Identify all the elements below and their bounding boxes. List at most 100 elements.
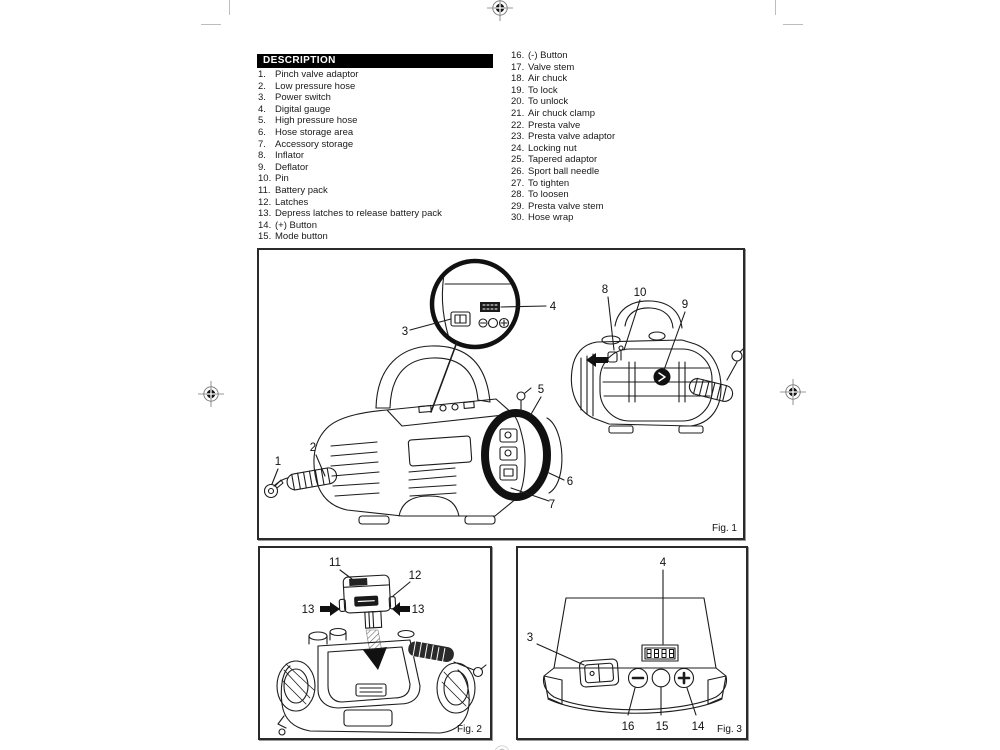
- item-label: Sport ball needle: [528, 165, 600, 177]
- inflator-rear-view: [570, 300, 743, 434]
- pinch-valve-adaptor: [263, 483, 279, 499]
- item-label: Depress latches to release battery pack: [275, 208, 442, 220]
- parts-list-item: 15.Mode button: [258, 231, 503, 243]
- parts-list-left: 1.Pinch valve adaptor 2.Low pressure hos…: [258, 69, 503, 243]
- item-number: 5.: [258, 115, 266, 127]
- callout-12: 12: [409, 570, 422, 582]
- leader-14: [686, 687, 697, 716]
- pin: [618, 345, 624, 351]
- item-label: Tapered adaptor: [528, 154, 598, 166]
- item-label: Air chuck: [528, 73, 568, 85]
- item-number: 30.: [511, 212, 525, 224]
- item-label: Mode button: [275, 231, 328, 243]
- parts-list-item: 24.Locking nut: [511, 143, 721, 155]
- item-number: 20.: [511, 96, 525, 108]
- item-number: 19.: [511, 84, 525, 96]
- crop-mark-top-right-h: [783, 24, 803, 25]
- parts-list-item: 12.Latches: [258, 197, 503, 209]
- callout-6: 6: [567, 476, 573, 488]
- item-label: Locking nut: [528, 142, 577, 154]
- callout-1: 1: [275, 456, 281, 468]
- insert-arrow-head: [363, 647, 387, 670]
- item-number: 1.: [258, 69, 266, 80]
- item-number: 2.: [258, 80, 266, 92]
- stored-hose-grip: [408, 640, 454, 664]
- parts-list-item: 28.To loosen: [511, 189, 721, 201]
- item-label: Presta valve stem: [528, 200, 604, 212]
- control-panel-top-view: [542, 597, 728, 714]
- inflator-top-view: [276, 627, 487, 736]
- parts-list-item: 3.Power switch: [258, 92, 503, 104]
- battery-pack: [338, 574, 397, 629]
- item-number: 18.: [511, 73, 525, 85]
- callout-14: 14: [692, 721, 705, 733]
- item-number: 10.: [258, 173, 272, 185]
- parts-list-item: 7. Accessory storage: [258, 139, 503, 151]
- parts-list-item: 20.To unlock: [511, 96, 721, 108]
- item-number: 25.: [511, 154, 525, 166]
- parts-list-item: 6.Hose storage area: [258, 127, 503, 139]
- item-label: Presta valve: [528, 119, 581, 131]
- figure-3-box: 4 3 16 15 14 Fig. 3: [516, 546, 748, 740]
- item-number: 21.: [511, 107, 525, 119]
- item-number: 4.: [258, 103, 266, 115]
- parts-list-item: 17.Valve stem: [511, 62, 721, 74]
- crop-mark-top-left-h: [201, 24, 221, 25]
- item-number: 15.: [258, 231, 272, 243]
- item-label: Hose storage area: [275, 126, 354, 138]
- item-number: 14.: [258, 219, 272, 231]
- item-label: Battery pack: [275, 184, 328, 196]
- inflator-front-view: [263, 345, 563, 525]
- item-number: 23.: [511, 131, 525, 143]
- callout-4: 4: [550, 301, 557, 313]
- hose-storage-ring: [481, 409, 551, 501]
- item-label: Pin: [275, 173, 289, 185]
- parts-list-item: 19.To lock: [511, 85, 721, 97]
- parts-list-item: 25.Tapered adaptor: [511, 154, 721, 166]
- parts-list-item: 4.Digital gauge: [258, 104, 503, 116]
- callout-10: 10: [634, 287, 647, 299]
- crop-mark-top-right-v: [775, 0, 776, 15]
- item-label: Air chuck clamp: [528, 107, 596, 119]
- leader-16: [627, 687, 636, 716]
- parts-list-item: 27.To tighten: [511, 178, 721, 190]
- item-number: 7.: [258, 138, 266, 150]
- figure-1-box: 1 2 3 4 5 6 7 8 9 10 Fig. 1: [257, 248, 745, 540]
- callout-2: 2: [310, 442, 316, 454]
- item-label: Valve stem: [528, 61, 575, 73]
- item-label: Latches: [275, 196, 309, 208]
- registration-mark-bottom: [494, 745, 510, 750]
- callout-8: 8: [602, 284, 608, 296]
- low-pressure-hose: [286, 467, 338, 491]
- digital-gauge-inset: [480, 302, 500, 312]
- item-label: Accessory storage: [275, 138, 354, 150]
- item-number: 24.: [511, 142, 525, 154]
- parts-list-item: 23.Presta valve adaptor: [511, 131, 721, 143]
- parts-list-item: 13.Depress latches to release battery pa…: [258, 208, 503, 220]
- crop-mark-top-left-v: [229, 0, 230, 15]
- item-label: (-) Button: [528, 50, 568, 61]
- parts-list-item: 29.Presta valve stem: [511, 201, 721, 213]
- callout-3: 3: [402, 326, 408, 338]
- callout-15: 15: [656, 721, 669, 733]
- item-label: (+) Button: [275, 219, 317, 231]
- parts-list-item: 26.Sport ball needle: [511, 166, 721, 178]
- callout-13-right: 13: [412, 604, 425, 616]
- fig3-illustration: 4 3 16 15 14 Fig. 3: [527, 557, 743, 735]
- parts-list-item: 21.Air chuck clamp: [511, 108, 721, 120]
- deflator-port: [653, 368, 671, 386]
- callout-9: 9: [682, 299, 688, 311]
- item-label: To loosen: [528, 189, 569, 201]
- fig1-leaders: [271, 296, 686, 502]
- item-number: 26.: [511, 165, 525, 177]
- parts-list-item: 16.(-) Button: [511, 50, 721, 62]
- fig1-illustration: 1 2 3 4 5 6 7 8 9 10 Fig. 1: [263, 258, 743, 534]
- parts-list-item: 14.(+) Button: [258, 220, 503, 232]
- parts-list-item: 30.Hose wrap: [511, 212, 721, 224]
- item-label: Hose wrap: [528, 212, 574, 224]
- item-number: 9.: [258, 161, 266, 173]
- callout-7: 7: [549, 499, 555, 511]
- magnifier-inset: [429, 258, 521, 413]
- parts-list-item: 22.Presta valve: [511, 120, 721, 132]
